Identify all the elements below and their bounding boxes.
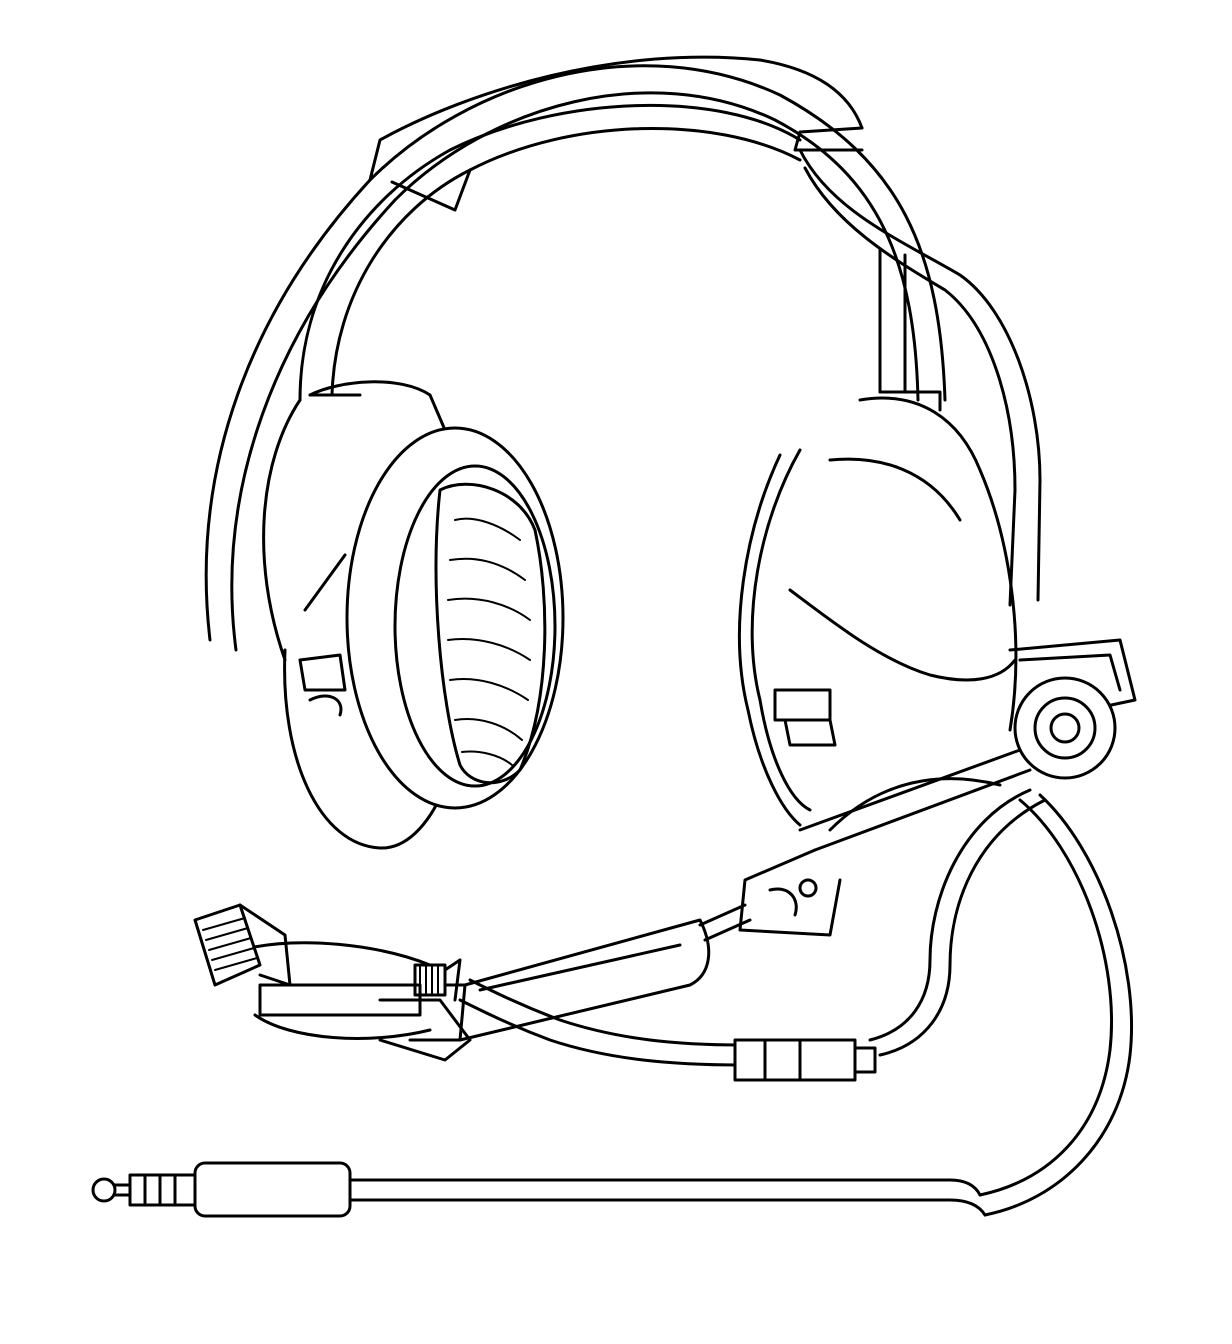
boom-pivot-hub <box>1013 676 1117 780</box>
coiled-cord <box>458 788 1134 1217</box>
plug-body <box>193 1161 352 1218</box>
boom-microphone <box>193 638 1137 1062</box>
left-ear-cushion <box>345 426 565 810</box>
inline-connector <box>733 1038 857 1082</box>
left-earcup <box>262 380 565 850</box>
plug-tip <box>91 1177 117 1203</box>
plug-shaft <box>128 1173 197 1207</box>
headband <box>204 55 1042 652</box>
audio-plug <box>91 1161 987 1218</box>
right-earcup <box>737 390 1018 827</box>
